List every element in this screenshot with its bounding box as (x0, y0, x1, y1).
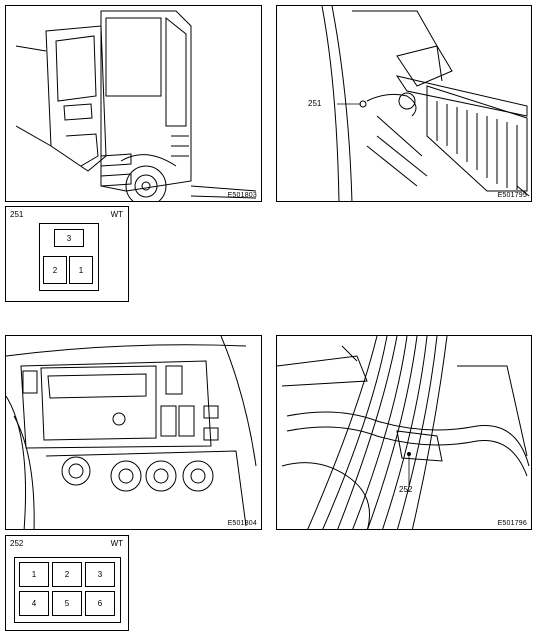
figure-code: E501796 (497, 520, 527, 527)
connector-number: 251 (10, 210, 24, 219)
dashboard-drawing (6, 336, 257, 529)
door-step-illustration: 251 E501795 (276, 5, 532, 202)
pin-3: 3 (85, 562, 115, 587)
pin-1: 1 (69, 256, 93, 284)
callout-252: 252 (399, 485, 413, 494)
pin-6: 6 (85, 591, 115, 616)
connector-housing (39, 223, 99, 291)
door-step-drawing (321, 6, 530, 201)
truck-cab-drawing (15, 10, 257, 201)
pin-2: 2 (43, 256, 67, 284)
pin-2: 2 (52, 562, 82, 587)
figure-code: E501795 (497, 192, 527, 199)
wiring-illustration: 252 E501796 (276, 335, 532, 530)
connector-251-diagram: 251 WT 3 2 1 (5, 206, 129, 302)
pin-4: 4 (19, 591, 49, 616)
connector-color-code: WT (110, 539, 123, 548)
truck-cab-illustration: E501803 (5, 5, 262, 202)
connector-number: 252 (10, 539, 24, 548)
connector-color-code: WT (110, 210, 123, 219)
callout-251: 251 (308, 99, 322, 108)
wiring-drawing (277, 336, 530, 529)
pin-1: 1 (19, 562, 49, 587)
connector-housing (14, 557, 121, 623)
figure-code: E501804 (227, 520, 257, 527)
dashboard-illustration: E501804 (5, 335, 262, 530)
connector-252-diagram: 252 WT 1 2 3 4 5 6 (5, 535, 129, 631)
pin-5: 5 (52, 591, 82, 616)
figure-code: E501803 (227, 192, 257, 199)
pin-3: 3 (54, 229, 84, 247)
